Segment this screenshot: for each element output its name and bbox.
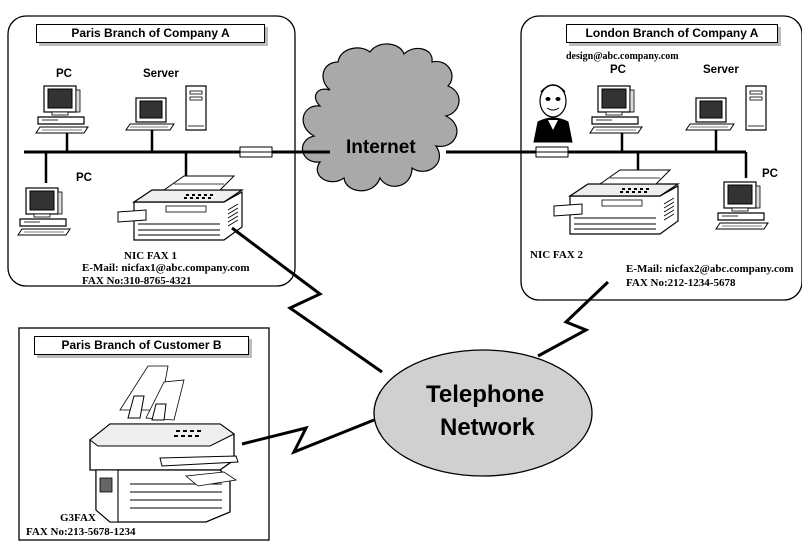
- customer-branch-title: Paris Branch of Customer B: [34, 336, 249, 355]
- paris-pc-top-label: PC: [56, 68, 72, 80]
- london-user-email: design@abc.company.com: [566, 51, 679, 62]
- telephone-network-ellipse: [373, 349, 593, 477]
- paris-server-label: Server: [143, 68, 179, 80]
- paris-fax-number: FAX No:310-8765-4321: [82, 275, 192, 287]
- london-phone-line: [537, 280, 610, 358]
- customer-fax-name: G3FAX: [60, 512, 96, 524]
- london-fax-number: FAX No:212-1234-5678: [626, 277, 736, 289]
- london-pc-top-label: PC: [610, 64, 626, 76]
- london-server-label: Server: [703, 64, 739, 76]
- person-icon: [533, 84, 573, 143]
- london-fax-name: NIC FAX 2: [530, 249, 583, 261]
- london-fax-email: E-Mail: nicfax2@abc.company.com: [626, 263, 794, 275]
- london-pc-right-label: PC: [762, 168, 778, 180]
- customer-phone-line: [241, 418, 375, 455]
- telephone-label: Telephone: [426, 381, 545, 408]
- paris-fax-name: NIC FAX 1: [124, 250, 177, 262]
- network-label: Network: [440, 414, 535, 441]
- customer-fax-number: FAX No:213-5678-1234: [26, 526, 136, 538]
- london-branch-title: London Branch of Company A: [566, 24, 778, 43]
- paris-branch-title: Paris Branch of Company A: [36, 24, 265, 43]
- paris-fax-email: E-Mail: nicfax1@abc.company.com: [82, 262, 250, 274]
- internet-label: Internet: [346, 137, 416, 158]
- paris-pc-left-label: PC: [76, 172, 92, 184]
- customer-fax-icon: [89, 365, 239, 523]
- internet-cloud: [302, 43, 460, 192]
- paris-phone-line: [231, 226, 383, 374]
